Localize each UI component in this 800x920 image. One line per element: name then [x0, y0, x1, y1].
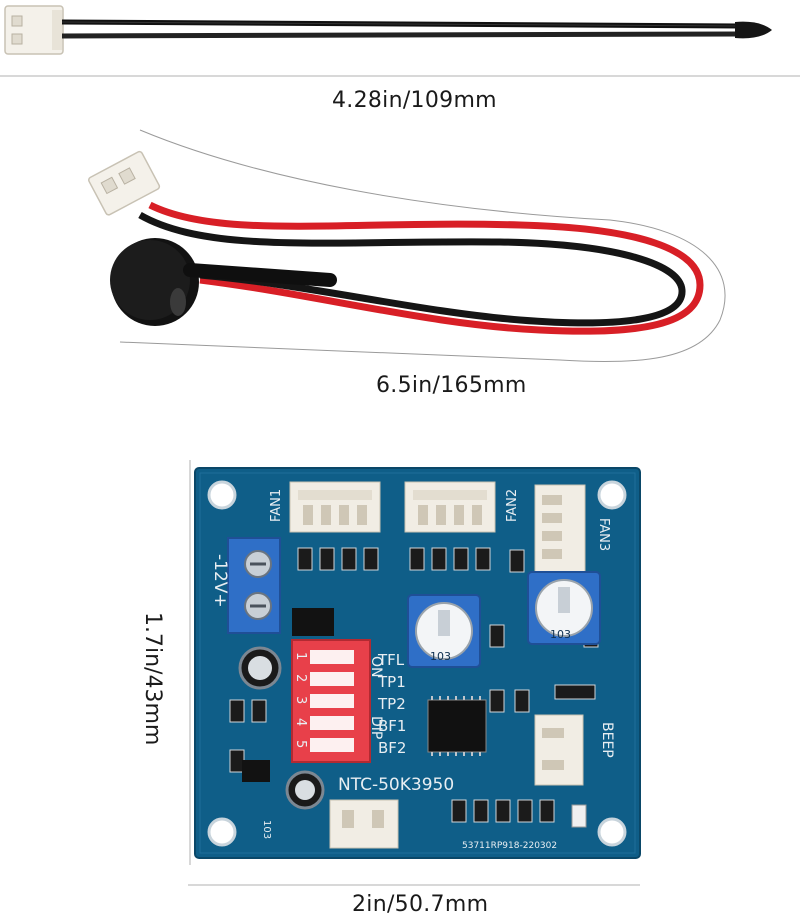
silk-beep: BEEP [599, 722, 615, 758]
board-height-label: 1.7in/43mm [140, 612, 165, 746]
dip-number: 3 [293, 696, 308, 704]
dip-label: BF1 [378, 717, 406, 735]
dip-number: 1 [293, 652, 308, 660]
silk-pot-right: 103 [550, 628, 571, 641]
ntc-connector [329, 799, 399, 849]
silk-r103: 103 [261, 820, 272, 839]
silk-power: -12V+ [210, 554, 230, 608]
dip-number: 4 [293, 718, 308, 726]
controller-ic [427, 699, 487, 753]
mount-hole [207, 480, 237, 510]
silk-fan3: FAN3 [596, 518, 611, 551]
board-width-label: 2in/50.7mm [352, 892, 489, 917]
buzzer-length-label: 6.5in/165mm [376, 373, 527, 398]
dip-numbers: 1 2 3 4 5 [293, 652, 308, 748]
dip-label: TP1 [377, 673, 406, 691]
fan-controller-board: FAN1 FAN2 FAN3 -12V+ BEEP NTC-50K3950 ON… [189, 460, 641, 865]
dip-labels: TFL TP1 TP2 BF1 BF2 [377, 651, 406, 757]
mount-hole [597, 817, 627, 847]
dip-number: 5 [293, 740, 308, 748]
silk-pot-left: 103 [430, 650, 451, 663]
dip-label: BF2 [378, 739, 406, 757]
dip-label: TP2 [377, 695, 406, 713]
silk-on: ON [368, 656, 384, 678]
silk-ntc: NTC-50K3950 [338, 775, 454, 795]
silk-fan1: FAN1 [269, 489, 284, 522]
dip-number: 2 [293, 674, 308, 682]
dip-label: TFL [377, 651, 405, 669]
ntc-sensor-probe [0, 5, 800, 77]
silk-fan2: FAN2 [505, 489, 520, 522]
mount-hole [207, 817, 237, 847]
beep-connector [534, 714, 584, 786]
silk-dip: DIP [368, 716, 384, 739]
silk-serial: 53711RP918-220302 [462, 841, 557, 851]
buzzer-with-wires [88, 129, 726, 363]
board-width-guide [188, 884, 640, 886]
sensor-length-label: 4.28in/109mm [332, 88, 497, 113]
mount-hole [597, 480, 627, 510]
